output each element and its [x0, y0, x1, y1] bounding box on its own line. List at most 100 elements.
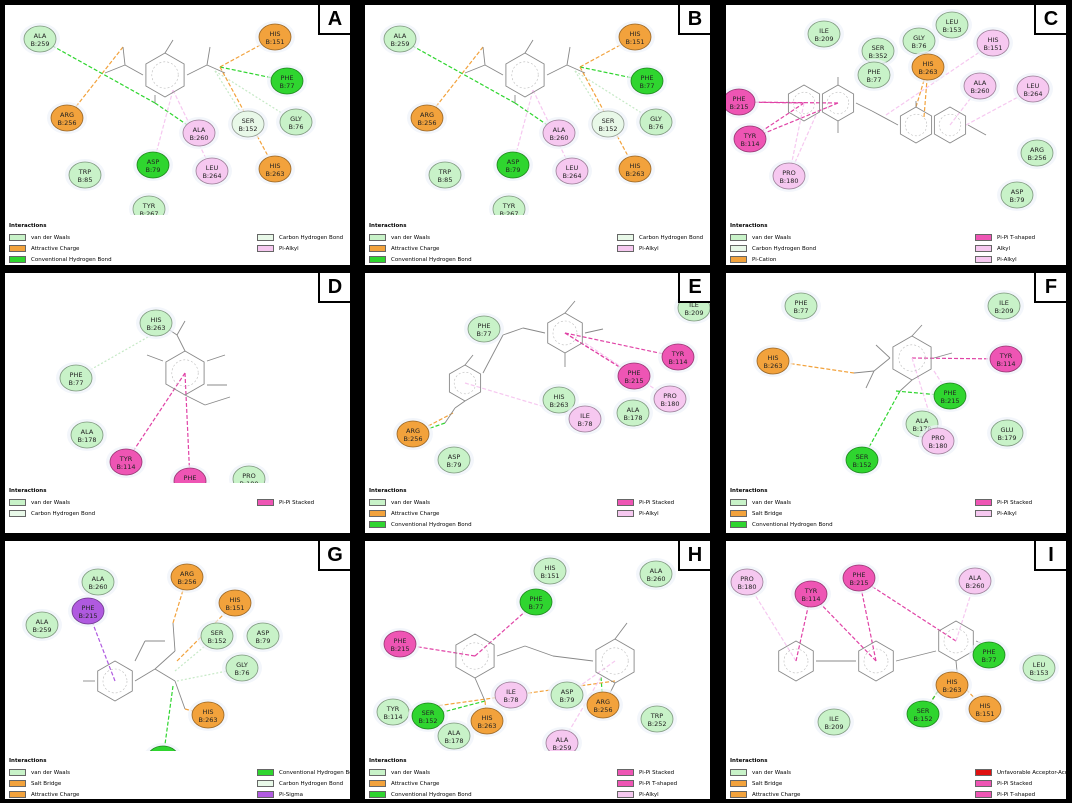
ligand-bond: [454, 400, 466, 409]
residue-disc: [661, 343, 695, 371]
legend-label: Pi-Alkyl: [997, 256, 1017, 263]
panel-label: B: [678, 5, 710, 35]
legend-item: Salt Bridge: [730, 778, 833, 789]
legend-title: Interactions: [9, 488, 47, 494]
legend-item: Attractive Charge: [9, 243, 112, 254]
ligand-bond: [134, 668, 156, 682]
legend-swatch: [369, 256, 386, 263]
residue-disc: [616, 399, 650, 427]
interaction-line: [512, 89, 534, 166]
legend-item: Pi-Alkyl: [617, 789, 677, 799]
legend-item: Pi-Pi Stacked: [617, 767, 677, 778]
legend-label: van der Waals: [391, 769, 430, 776]
residue-number: B:153: [1029, 669, 1048, 677]
legend-swatch: [617, 234, 634, 241]
residue-number: B:151: [540, 572, 559, 580]
legend-item: Alkyl: [975, 243, 1035, 254]
legend-swatch: [975, 780, 992, 787]
residue-name: ILE: [829, 715, 839, 723]
residue-name: PHE: [530, 595, 543, 603]
aromatic-marker: [102, 668, 128, 694]
residue-number: B:209: [824, 723, 843, 731]
ligand-bond: [933, 352, 953, 359]
legend-column: Unfavorable Acceptor-AcceptorPi-Pi Stack…: [975, 767, 1066, 799]
residue-name: GLY: [913, 34, 925, 42]
legend-item: Pi-Alkyl: [617, 243, 703, 254]
residue-number: B:263: [942, 686, 961, 694]
residue-number: B:267: [499, 210, 518, 215]
residue-number: B:256: [57, 119, 76, 127]
residue-number: B:152: [418, 717, 437, 725]
residue-name: ALA: [916, 417, 929, 425]
legend-label: Attractive Charge: [752, 791, 801, 798]
ligand-bond: [522, 327, 546, 334]
legend-item: Carbon Hydrogen Bond: [9, 508, 95, 519]
residue-disc: [845, 446, 879, 474]
residue-name: SER: [917, 707, 930, 715]
ligand-bond: [124, 64, 144, 76]
legend-swatch: [617, 780, 634, 787]
interaction-line: [163, 685, 174, 751]
ligand-bond: [524, 39, 534, 54]
legend-item: Attractive Charge: [369, 508, 472, 519]
legend-label: Carbon Hydrogen Bond: [279, 780, 344, 787]
residue-name: HIS: [270, 30, 281, 38]
residue-number: B:152: [207, 637, 226, 645]
ligand-bond: [584, 328, 604, 334]
residue-name: LEU: [946, 18, 959, 26]
aromatic-marker: [151, 61, 179, 89]
residue-disc: [68, 161, 102, 189]
legend-swatch: [975, 791, 992, 798]
legend-item: van der Waals: [730, 232, 816, 243]
legend-swatch: [369, 245, 386, 252]
residue-disc: [396, 420, 430, 448]
residue-disc: [470, 707, 504, 735]
legend-title: Interactions: [730, 223, 768, 229]
residue-name: GLY: [290, 115, 302, 123]
residue-number: B:256: [177, 578, 196, 586]
residue-name: TYR: [386, 705, 400, 713]
residue-name: SER: [602, 117, 615, 125]
residue-number: B:78: [504, 696, 519, 704]
residue-name: ALA: [36, 618, 49, 626]
residue-number: B:76: [235, 669, 250, 677]
legend-label: Attractive Charge: [31, 245, 80, 252]
ligand-bond: [564, 300, 576, 314]
interaction-line: [810, 593, 877, 662]
ligand-bond: [484, 64, 504, 76]
legend-item: Conventional Hydrogen Bond: [257, 767, 350, 778]
residue-disc: [410, 104, 444, 132]
residue-name: ALA: [556, 736, 569, 744]
legend-item: Carbon Hydrogen Bond: [257, 232, 343, 243]
aromatic-marker: [511, 61, 539, 89]
residue-number: B:259: [390, 40, 409, 48]
residue-disc: [726, 88, 756, 116]
residue-number: B:114: [996, 360, 1015, 368]
ligand-bond: [853, 370, 875, 374]
residue-name: ARG: [60, 111, 74, 119]
residue-name: SER: [242, 117, 255, 125]
legend-label: Pi-Pi Stacked: [639, 769, 675, 776]
ligand-bond: [464, 354, 474, 366]
